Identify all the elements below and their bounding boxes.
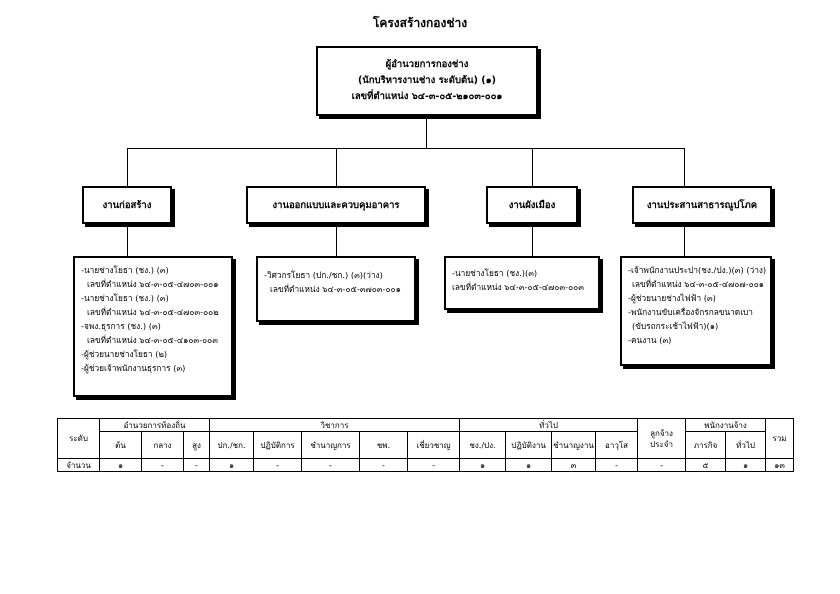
sub-header: ต้น [99, 431, 142, 459]
connector-detail-3 [532, 224, 533, 256]
sub-header: ชำนาญการ [301, 431, 360, 459]
unit-utilities: งานประสานสาธารณูปโภค [632, 186, 772, 224]
position-line: -นายช่างโยธา (ชง.) (๓) [81, 293, 169, 303]
position-line: -วิศวกรโยธา (ปก./ชก.) (๓)(ว่าง) [264, 270, 383, 280]
count-cell: - [141, 458, 184, 472]
total-header: รวม [765, 418, 795, 459]
sub-header: อาวุโส [595, 431, 639, 459]
sub-header: ปก./ชก. [209, 431, 254, 459]
unit-label: งานประสานสาธารณูปโภค [646, 199, 758, 211]
position-line: เลขที่ตำแหน่ง ๖๔-๓-๐๕-๔๗๐๓-๐๐๒ [87, 307, 219, 317]
count-cell: - [183, 458, 210, 472]
unit-label: งานออกแบบและควบคุมอาคาร [272, 199, 400, 211]
position-line: เลขที่ตำแหน่ง ๖๔-๓-๐๕-๓๗๐๓-๐๐๑ [270, 284, 401, 294]
count-label: จำนวน [57, 458, 100, 472]
sub-header: ชง./ปง. [459, 431, 507, 459]
connector-horizontal [127, 148, 684, 149]
director-level: (นักบริหารงานช่าง ระดับต้น) (๑) [357, 75, 497, 86]
unit-label: งานก่อสร้าง [102, 199, 152, 211]
sub-header: กลาง [141, 431, 184, 459]
connector-unit-4 [684, 148, 685, 186]
position-line: -จพง.ธุรการ (ชง.) (๓) [81, 321, 161, 331]
position-line: เลขที่ตำแหน่ง ๖๔-๓-๐๕-๔๗๐๓-๐๐๓ [452, 282, 584, 292]
director-box: ผู้อำนวยการกองช่าง (นักบริหารงานช่าง ระด… [316, 46, 538, 116]
position-line: -นายช่างโยธา (ชง.) (๓) [81, 265, 169, 275]
count-cell: - [253, 458, 302, 472]
sub-header: ชำนาญงาน [551, 431, 597, 459]
connector-unit-3 [532, 148, 533, 186]
count-cell: ๑ [505, 458, 553, 472]
permanent-header: ลูกจ้างประจำ [637, 418, 687, 459]
count-cell: ๕ [685, 458, 727, 472]
level-header: ระดับ [57, 418, 100, 459]
position-line: เลขที่ตำแหน่ง ๖๔-๓-๐๕-๔๑๐๓-๐๐๓ [87, 335, 218, 345]
positions-city-planning: -นายช่างโยธา (ชง.)(๓) เลขที่ตำแหน่ง ๖๔-๓… [444, 256, 600, 310]
director-position-number: เลขที่ตำแหน่ง ๖๔-๓-๐๕-๒๑๐๓-๐๐๑ [351, 91, 503, 102]
table-row: จำนวน ๑ - - ๑ - - - - ๑ ๑ ๓ - - ๕ ๑ ๑๓ [57, 458, 795, 472]
table-header-row-1: ระดับ อำนวยการท้องถิ่น วิชาการ ทั่วไป ลู… [57, 418, 795, 459]
count-cell: ๑๓ [765, 458, 795, 472]
count-cell: ๑ [209, 458, 254, 472]
unit-city-planning: งานผังเมือง [486, 186, 578, 224]
sub-header: ทั่วไป [725, 431, 767, 459]
position-line: เลขที่ตำแหน่ง ๖๔-๓-๐๕-๔๗๐๗-๐๐๑ [632, 279, 765, 289]
sub-header: ชพ. [359, 431, 408, 459]
count-cell: ๑ [725, 458, 767, 472]
connector-detail-4 [684, 224, 685, 256]
positions-utilities: -เจ้าพนักงานประปา(ชง./ปง.)(๓) (ว่าง) เลข… [620, 256, 772, 366]
position-line: -พนักงานขับเครื่องจักรกลขนาดเบา [628, 307, 753, 317]
count-cell: - [637, 458, 687, 472]
positions-design-control: -วิศวกรโยธา (ปก./ชก.) (๓)(ว่าง) เลขที่ตำ… [256, 256, 416, 322]
academic-group-header: วิชาการ [208, 418, 461, 432]
position-line: เลขที่ตำแหน่ง ๖๔-๓-๐๕-๔๗๐๓-๐๐๑ [87, 279, 219, 289]
sub-header: สูง [183, 431, 210, 459]
count-cell: ๓ [551, 458, 597, 472]
staff-count-table: ระดับ อำนวยการท้องถิ่น วิชาการ ทั่วไป ลู… [57, 418, 795, 472]
sub-header: ปฏิบัติการ [253, 431, 302, 459]
connector-unit-1 [127, 148, 128, 186]
unit-construction: งานก่อสร้าง [82, 186, 172, 224]
sub-header: ปฏิบัติงาน [505, 431, 553, 459]
count-cell: ๑ [99, 458, 142, 472]
table-header-row-2: ต้น กลาง สูง ปก./ชก. ปฏิบัติการ ชำนาญการ… [58, 431, 794, 459]
connector-unit-2 [336, 148, 337, 186]
count-cell: - [406, 458, 461, 472]
unit-design-control: งานออกแบบและควบคุมอาคาร [246, 186, 426, 224]
position-line: -นายช่างโยธา (ชง.)(๓) [452, 268, 538, 278]
position-line: -เจ้าพนักงานประปา(ชง./ปง.)(๓) (ว่าง) [628, 265, 767, 275]
position-line: (ขับรถกระเช้าไฟฟ้า)(๑) [632, 321, 719, 331]
contract-group-header: พนักงานจ้าง [685, 418, 767, 432]
count-cell: - [359, 458, 408, 472]
sub-header: ภารกิจ [685, 431, 727, 459]
connector-top-vertical [426, 116, 427, 148]
unit-label: งานผังเมือง [508, 199, 556, 211]
position-line: -ผู้ช่วยนายช่างไฟฟ้า (๓) [628, 293, 716, 303]
count-cell: - [301, 458, 360, 472]
position-line: -ผู้ช่วยเจ้าพนักงานธุรการ (๓) [81, 363, 186, 373]
count-cell: - [595, 458, 639, 472]
admin-group-header: อำนวยการท้องถิ่น [99, 418, 210, 432]
general-group-header: ทั่วไป [459, 418, 639, 432]
count-cell: ๑ [459, 458, 507, 472]
director-title: ผู้อำนวยการกองช่าง [385, 59, 469, 70]
page-title: โครงสร้างกองช่าง [372, 16, 468, 30]
positions-construction: -นายช่างโยธา (ชง.) (๓) เลขที่ตำแหน่ง ๖๔-… [73, 256, 233, 397]
sub-header: เชี่ยวชาญ [406, 431, 461, 459]
position-line: -ผู้ช่วยนายช่างโยธา (๒) [81, 349, 168, 359]
connector-detail-2 [336, 224, 337, 256]
position-line: -คนงาน (๓) [628, 335, 672, 345]
connector-detail-1 [127, 224, 128, 256]
